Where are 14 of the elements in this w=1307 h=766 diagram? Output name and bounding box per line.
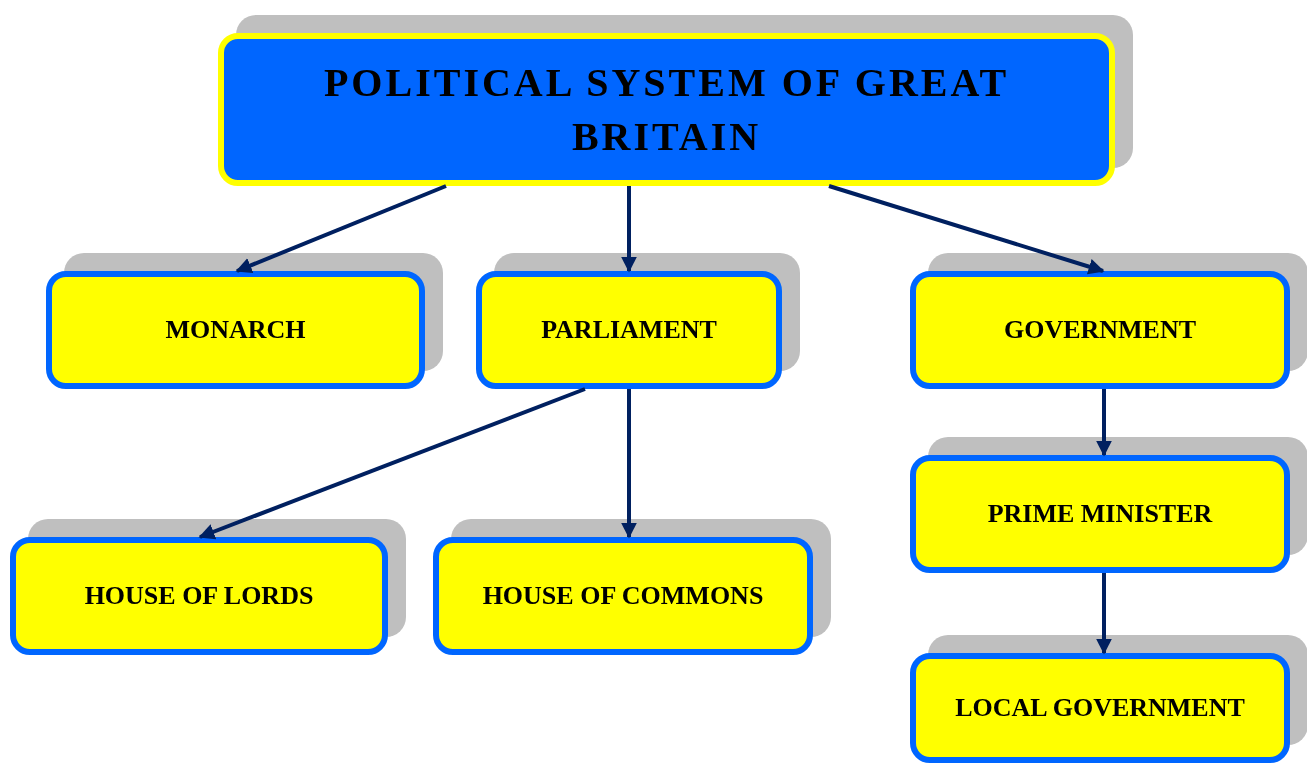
arrow	[1096, 389, 1112, 457]
arrow	[621, 389, 637, 539]
arrow	[1096, 573, 1112, 655]
box-label: PRIME MINISTER	[987, 498, 1213, 530]
arrow	[235, 184, 447, 273]
box-label: GOVERNMENT	[1003, 314, 1197, 346]
box-label: PARLIAMENT	[541, 314, 717, 346]
box-label: HOUSE OF LORDS	[84, 580, 314, 612]
arrow	[621, 186, 637, 273]
box-label: MONARCH	[165, 314, 306, 346]
box-label: LOCAL GOVERNMENT	[955, 692, 1245, 724]
box-label: HOUSE OF COMMONS	[482, 580, 764, 612]
box-label: POLITICAL SYSTEM OF GREAT BRITAIN	[322, 58, 1011, 161]
arrow	[198, 387, 586, 540]
